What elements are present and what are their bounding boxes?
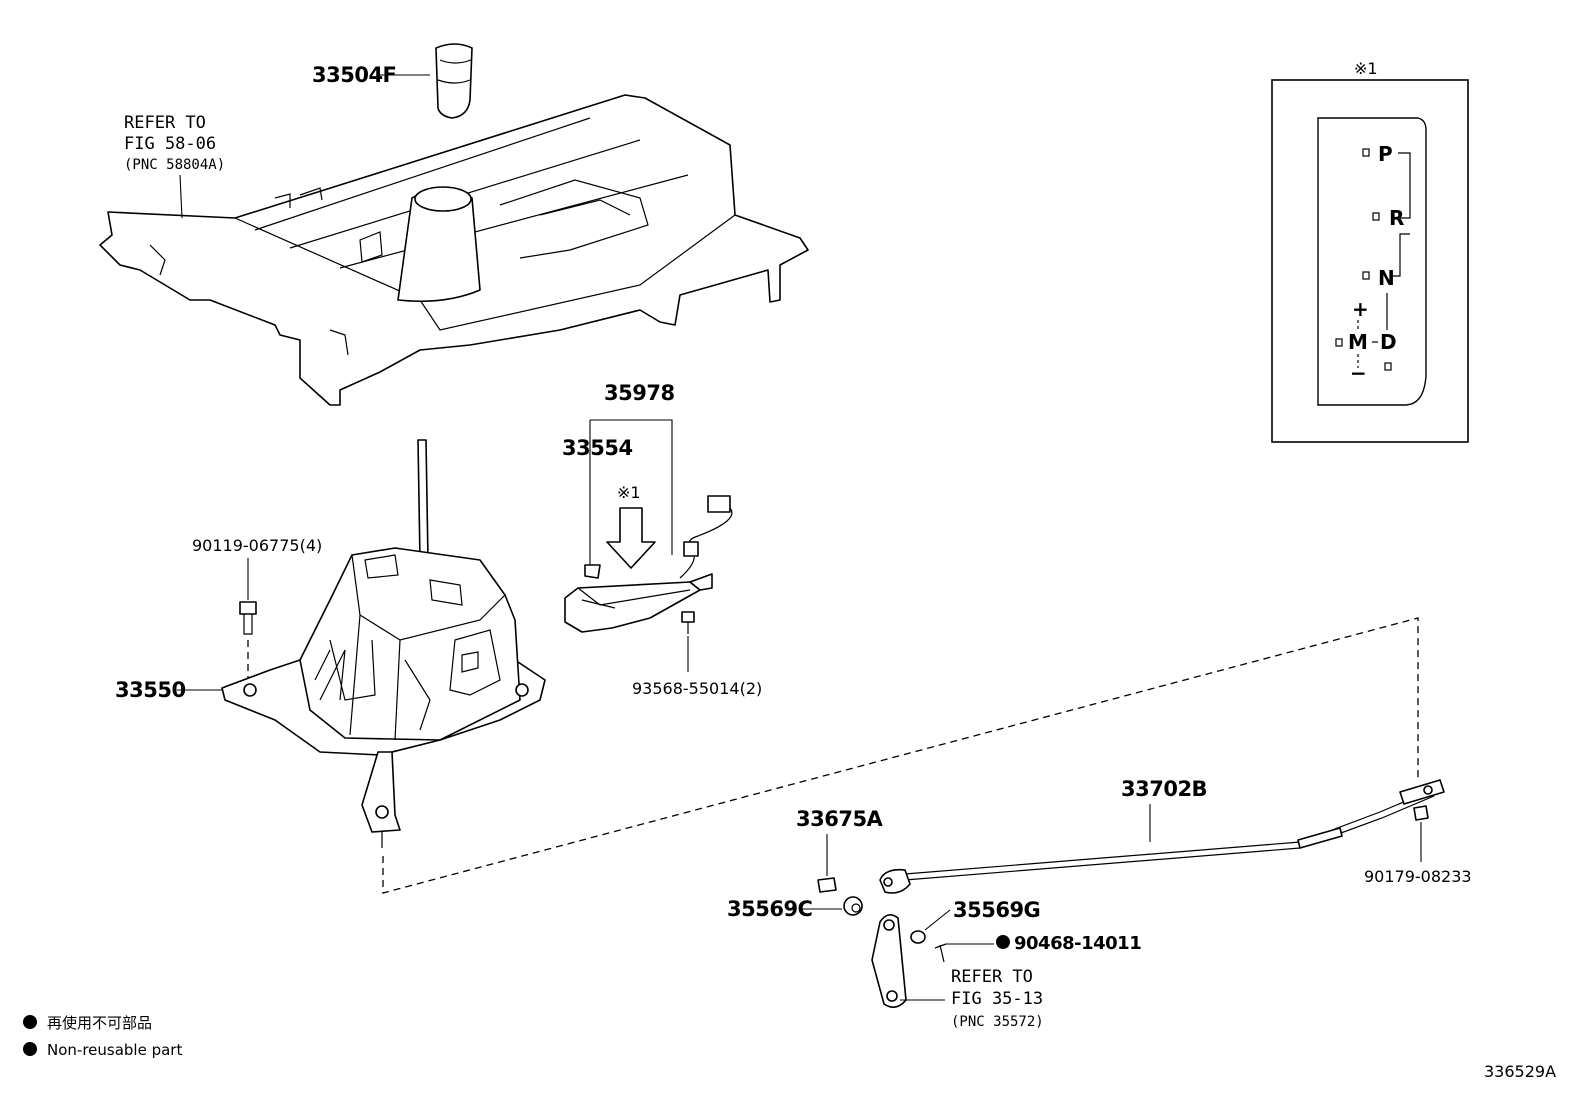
label-console-ref-2: FIG 58-06: [124, 134, 216, 154]
gear-plate-outline: [1317, 117, 1427, 406]
label-shifter-assy: 33550: [115, 678, 186, 702]
bushing-drawing: [817, 877, 837, 893]
nut-drawing: [1413, 805, 1429, 821]
label-lever-ref-3: (PNC 35572): [951, 1014, 1044, 1030]
label-grommet-g: 35569G: [953, 898, 1040, 922]
gear-plus: +: [1352, 297, 1369, 321]
clip-drawing: [934, 943, 947, 963]
box-callout-mark: ※1: [1354, 59, 1378, 78]
shifter-drawing: [221, 439, 546, 848]
label-lever-ref-2: FIG 35-13: [951, 989, 1043, 1009]
legend-text-en: Non-reusable part: [47, 1041, 182, 1059]
gear-pattern-box: [1271, 79, 1469, 443]
label-nut: 90179-08233: [1364, 867, 1472, 886]
label-console-ref-3: (PNC 58804A): [124, 157, 225, 173]
label-grommet-c: 35569C: [727, 897, 813, 921]
gear-minus: −: [1350, 361, 1367, 385]
grommet-c-drawing: [843, 896, 863, 916]
console-drawing: [99, 94, 809, 406]
label-bolt: 90119-06775(4): [192, 536, 322, 555]
grommet-g-drawing: [910, 930, 926, 944]
gear-n: N: [1378, 266, 1395, 290]
label-bushing: 33675A: [796, 807, 884, 831]
callout-mark: ※1: [617, 483, 641, 502]
label-screw: 93568-55014(2): [632, 679, 762, 698]
label-indicator-housing: 33554: [562, 436, 633, 460]
bolt-drawing: [239, 601, 257, 635]
gear-r: R: [1389, 206, 1404, 230]
indicator-drawing: [564, 495, 733, 633]
screw-drawing: [681, 611, 695, 634]
label-lever-ref-1: REFER TO: [951, 967, 1033, 987]
gear-m: M: [1348, 330, 1368, 354]
non-reusable-dot: [996, 935, 1010, 949]
legend-dot-icon: [23, 1042, 37, 1056]
label-knob: 33504F: [312, 63, 396, 87]
label-console-ref-1: REFER TO: [124, 113, 206, 133]
gear-p: P: [1378, 142, 1393, 166]
label-indicator-assy: 35978: [604, 381, 675, 405]
gear-d: D: [1380, 330, 1397, 354]
legend-dot-icon: [23, 1015, 37, 1029]
shift-knob-drawing: [435, 43, 473, 119]
label-cable: 33702B: [1121, 777, 1207, 801]
control-lever-drawing: [871, 914, 907, 1008]
cable-drawing: [879, 779, 1445, 894]
label-clip: 90468-14011: [1014, 933, 1141, 954]
legend-text-jp: 再使用不可部品: [47, 1014, 152, 1032]
figure-id: 336529A: [1484, 1062, 1556, 1081]
